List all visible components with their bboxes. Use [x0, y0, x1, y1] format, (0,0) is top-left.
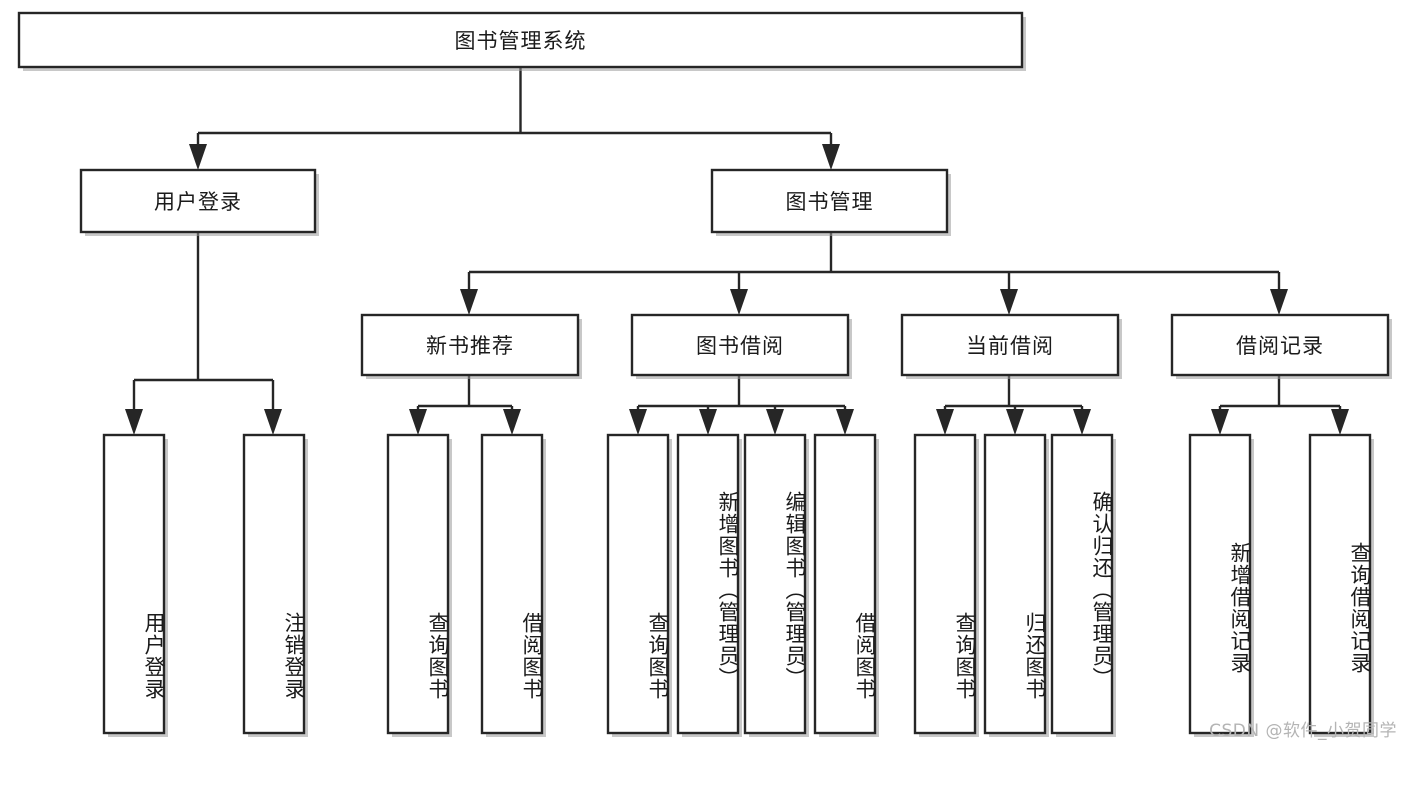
node-box-root[interactable]: [17, 11, 1024, 69]
node-box-leaf-11[interactable]: [1188, 433, 1252, 735]
arrowhead-borrow: [730, 289, 748, 315]
arrowhead-borrow-lend: [836, 409, 854, 435]
node-box-book-mgmt[interactable]: [710, 168, 949, 234]
arrowhead-user-login: [189, 144, 207, 170]
arrowhead-newbook: [460, 289, 478, 315]
node-box-leaf-7[interactable]: [813, 433, 877, 735]
arrowhead-current: [1000, 289, 1018, 315]
arrowhead-borrow-query: [629, 409, 647, 435]
arrowhead-current-confirm: [1073, 409, 1091, 435]
arrowhead-record-query: [1331, 409, 1349, 435]
arrowhead-newbook-borrow: [503, 409, 521, 435]
node-box-leaf-9[interactable]: [983, 433, 1047, 735]
node-box-leaf-3[interactable]: [480, 433, 544, 735]
arrowhead-record-add: [1211, 409, 1229, 435]
node-box-leaf-1[interactable]: [242, 433, 306, 735]
arrowhead-book-mgmt: [822, 144, 840, 170]
boxes-group: [17, 11, 1390, 735]
node-box-user-login[interactable]: [79, 168, 317, 234]
arrowhead-borrow-add: [699, 409, 717, 435]
diagram-canvas: 图书管理系统 用户登录 图书管理 新书推荐 图书借阅 当前借阅 借阅记录 用户登…: [17, 11, 1397, 741]
node-box-leaf-4[interactable]: [606, 433, 670, 735]
arrowhead-current-return: [1006, 409, 1024, 435]
node-box-leaf-12[interactable]: [1308, 433, 1372, 735]
node-box-book-borrow[interactable]: [630, 313, 850, 377]
node-box-leaf-2[interactable]: [386, 433, 450, 735]
arrowhead-current-query: [936, 409, 954, 435]
csdn-watermark: CSDN @软件_小贺同学: [1209, 721, 1397, 741]
node-box-leaf-5[interactable]: [676, 433, 740, 735]
arrowhead-leaf-logout: [264, 409, 282, 435]
node-box-borrow-record[interactable]: [1170, 313, 1390, 377]
node-box-leaf-0[interactable]: [102, 433, 166, 735]
edges-group: [125, 67, 1349, 435]
arrowhead-newbook-query: [409, 409, 427, 435]
node-box-current-borrow[interactable]: [900, 313, 1120, 377]
node-box-newbook-recommend[interactable]: [360, 313, 580, 377]
arrowhead-record: [1270, 289, 1288, 315]
node-box-leaf-10[interactable]: [1050, 433, 1114, 735]
arrowhead-borrow-edit: [766, 409, 784, 435]
node-box-leaf-6[interactable]: [743, 433, 807, 735]
node-box-leaf-8[interactable]: [913, 433, 977, 735]
tree-diagram-svg: [17, 11, 1392, 737]
arrowhead-leaf-user-login: [125, 409, 143, 435]
